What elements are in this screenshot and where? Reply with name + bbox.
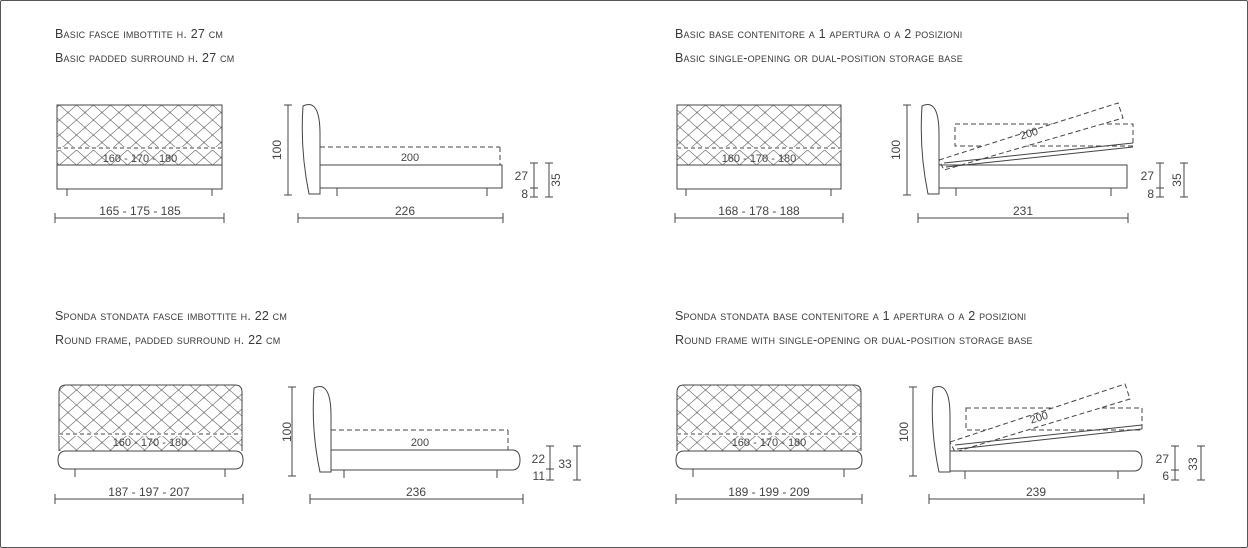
mattress-length-label: 200 (1019, 126, 1040, 143)
round-padded-side-view (288, 386, 581, 504)
overall-width-label: 168 - 178 - 188 (718, 204, 800, 218)
inner-width-label: 160 - 170 - 180 (732, 437, 807, 449)
total-height-label: 33 (1186, 457, 1200, 471)
feet-height-label: 8 (1147, 187, 1154, 201)
title-basic-padded-en: Basic padded surround h. 27 cm (55, 51, 235, 65)
feet-height-label: 6 (1162, 469, 1169, 483)
overall-length-label: 239 (1026, 485, 1046, 499)
frame-height-label: 27 (1156, 452, 1170, 466)
overall-width-label: 165 - 175 - 185 (99, 204, 181, 218)
mattress-length-label: 200 (411, 437, 429, 449)
mattress-length-label: 200 (401, 152, 419, 164)
headboard-height-label: 100 (270, 140, 284, 160)
title-basic-storage-it: Basic base contenitore a 1 apertura o a … (675, 27, 963, 41)
mattress-length-label: 200 (1029, 410, 1050, 427)
title-basic-padded-it: Basic fasce imbottite h. 27 cm (55, 27, 224, 41)
basic-padded-front-view (54, 104, 225, 223)
total-height-label: 33 (558, 457, 572, 471)
round-padded-front-view (54, 384, 244, 504)
total-height-label: 35 (1170, 173, 1184, 187)
frame-height-label: 27 (515, 169, 529, 183)
round-storage-side-view (909, 383, 1205, 504)
overall-length-label: 231 (1013, 204, 1033, 218)
title-basic-storage-en: Basic single-opening or dual-position st… (675, 51, 963, 65)
title-round-storage-en: Round frame with single-opening or dual-… (675, 333, 1033, 347)
inner-width-label: 160 - 170 - 180 (722, 153, 797, 165)
basic-storage-side-view (903, 102, 1188, 223)
title-round-padded-en: Round frame, padded surround h. 22 cm (55, 333, 281, 347)
frame-height-label: 22 (532, 452, 546, 466)
inner-width-label: 160 - 170 - 180 (103, 153, 178, 165)
feet-height-label: 8 (521, 187, 528, 201)
overall-width-label: 189 - 199 - 209 (728, 485, 810, 499)
overall-length-label: 226 (395, 204, 415, 218)
title-round-storage-it: Sponda stondata base contenitore a 1 ape… (675, 309, 1027, 323)
headboard-height-label: 100 (897, 422, 911, 442)
title-round-padded-it: Sponda stondata fasce imbottite h. 22 cm (55, 309, 288, 323)
basic-padded-side-view (284, 104, 553, 223)
overall-width-label: 187 - 197 - 207 (108, 485, 190, 499)
feet-height-label: 11 (533, 469, 546, 483)
inner-width-label: 160 - 170 - 180 (113, 437, 188, 449)
overall-length-label: 236 (406, 485, 426, 499)
frame-height-label: 27 (1141, 169, 1155, 183)
total-height-label: 35 (549, 173, 563, 187)
basic-storage-front-view (674, 104, 844, 223)
headboard-height-label: 100 (280, 422, 294, 442)
headboard-height-label: 100 (889, 140, 903, 160)
round-storage-front-view (675, 384, 863, 504)
